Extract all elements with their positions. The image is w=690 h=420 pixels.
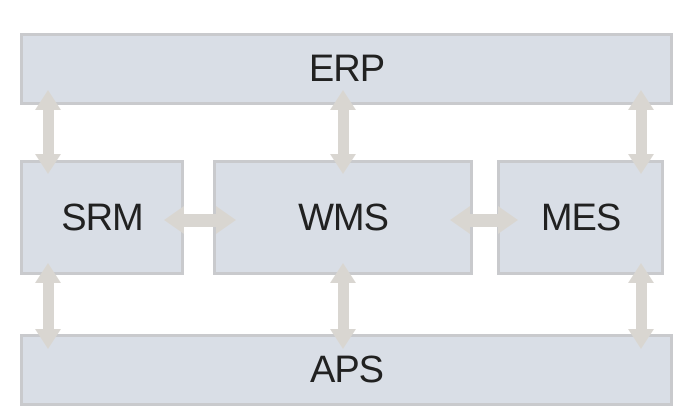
arrowhead-up-icon bbox=[628, 263, 654, 283]
arrowhead-right-icon bbox=[498, 206, 518, 234]
box-srm: SRM bbox=[20, 160, 184, 275]
arrow-erp-wms bbox=[330, 90, 356, 174]
arrow-shaft bbox=[635, 108, 647, 156]
arrowhead-up-icon bbox=[330, 90, 356, 110]
arrowhead-down-icon bbox=[628, 154, 654, 174]
arrow-shaft bbox=[635, 281, 647, 331]
arrow-mes-aps bbox=[628, 263, 654, 349]
arrowhead-down-icon bbox=[35, 154, 61, 174]
arrowhead-up-icon bbox=[628, 90, 654, 110]
arrowhead-down-icon bbox=[35, 329, 61, 349]
box-wms-label: WMS bbox=[298, 196, 389, 239]
arrow-shaft bbox=[337, 108, 349, 156]
arrowhead-up-icon bbox=[35, 263, 61, 283]
arrow-shaft bbox=[42, 108, 54, 156]
arrow-srm-aps bbox=[35, 263, 61, 349]
box-aps-label: APS bbox=[309, 349, 384, 391]
arrow-shaft bbox=[182, 213, 218, 227]
arrow-erp-srm bbox=[35, 90, 61, 174]
arrow-shaft bbox=[468, 213, 500, 227]
arrowhead-up-icon bbox=[35, 90, 61, 110]
arrow-shaft bbox=[42, 281, 54, 331]
box-srm-label: SRM bbox=[61, 196, 143, 239]
arrow-wms-aps bbox=[330, 263, 356, 349]
arrowhead-down-icon bbox=[330, 154, 356, 174]
box-mes-label: MES bbox=[540, 196, 621, 239]
box-wms: WMS bbox=[213, 160, 473, 275]
arrow-srm-wms bbox=[164, 206, 236, 234]
arrowhead-right-icon bbox=[216, 206, 236, 234]
box-mes: MES bbox=[497, 160, 664, 275]
box-erp-label: ERP bbox=[308, 48, 385, 90]
arrowhead-left-icon bbox=[164, 206, 184, 234]
arrowhead-left-icon bbox=[450, 206, 470, 234]
arrow-erp-mes bbox=[628, 90, 654, 174]
arrowhead-up-icon bbox=[330, 263, 356, 283]
arrowhead-down-icon bbox=[628, 329, 654, 349]
arrow-wms-mes bbox=[450, 206, 518, 234]
arrow-shaft bbox=[337, 281, 349, 331]
arrowhead-down-icon bbox=[330, 329, 356, 349]
